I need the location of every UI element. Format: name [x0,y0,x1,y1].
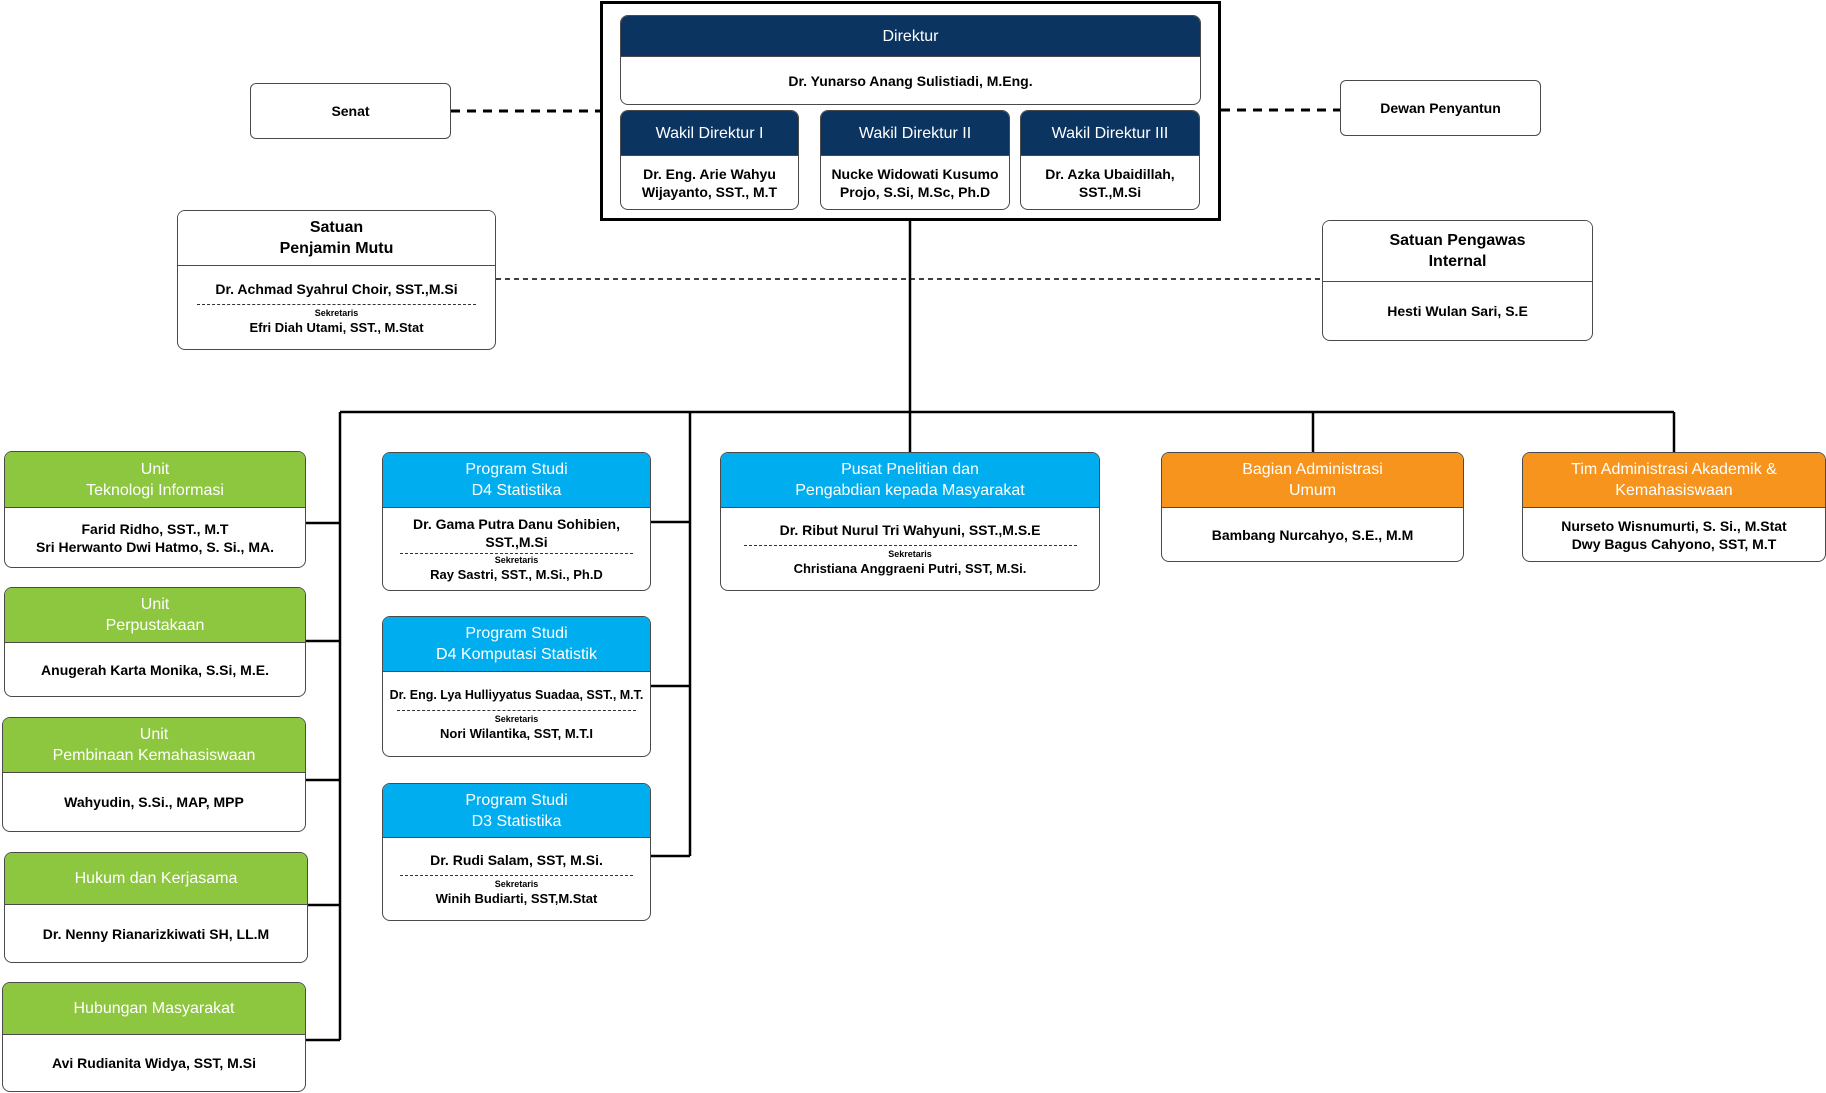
prodi-d3-statistika-title: Program Studi D3 Statistika [383,784,650,838]
wakil-direktur-2-title: Wakil Direktur II [821,111,1009,156]
wakil-direktur-1-box: Wakil Direktur I Dr. Eng. Arie Wahyu Wij… [620,110,799,210]
prodi-d4-komputasi-divider [397,710,636,711]
prodi-d4-komputasi-name: Dr. Eng. Lya Hulliyyatus Suadaa, SST., M… [389,688,644,702]
hukum-title: Hukum dan Kerjasama [5,853,307,905]
prodi-d4-statistika-title: Program Studi D4 Statistika [383,453,650,508]
hubungan-masyarakat-box: Hubungan Masyarakat Avi Rudianita Widya,… [2,982,306,1092]
unit-perpustakaan-name: Anugerah Karta Monika, S.Si, M.E. [41,661,269,678]
wakil-direktur-3-box: Wakil Direktur III Dr. Azka Ubaidillah, … [1020,110,1200,210]
prodi-d4-statistika-name: Dr. Gama Putra Danu Sohibien, SST.,M.Si [413,516,620,550]
direktur-name: Dr. Yunarso Anang Sulistiadi, M.Eng. [788,72,1033,89]
hukum-kerjasama-box: Hukum dan Kerjasama Dr. Nenny Rianarizki… [4,852,308,963]
wakil-direktur-2-box: Wakil Direktur II Nucke Widowati Kusumo … [820,110,1010,210]
prodi-d4-statistika-sek-name: Ray Sastri, SST., M.Si., Ph.D [430,567,603,582]
wakil-direktur-3-name: Dr. Azka Ubaidillah, SST.,M.Si [1045,165,1175,200]
unit-perpustakaan-box: Unit Perpustakaan Anugerah Karta Monika,… [4,587,306,697]
pusat-title: Pusat Pnelitian dan Pengabdian kepada Ma… [721,453,1099,508]
unit-ti-title: Unit Teknologi Informasi [5,452,305,508]
spm-divider [197,303,476,305]
spi-title: Satuan Pengawas Internal [1323,221,1592,282]
unit-perpustakaan-title: Unit Perpustakaan [5,588,305,643]
satuan-penjamin-mutu-box: Satuan Penjamin Mutu Dr. Achmad Syahrul … [177,210,496,350]
unit-pembinaan-kemahasiswaan-box: Unit Pembinaan Kemahasiswaan Wahyudin, S… [2,717,306,832]
prodi-d4-statistika-divider [399,553,634,554]
prodi-d4-komputasi-sek-name: Nori Wilantika, SST, M.T.I [439,726,594,741]
spm-name: Dr. Achmad Syahrul Choir, SST.,M.Si [215,280,458,297]
spm-title: Satuan Penjamin Mutu [178,211,495,266]
prodi-d3-statistika-sek-name: Winih Budiarti, SST,M.Stat [435,891,598,906]
prodi-d3-statistika-divider [399,875,634,876]
bagian-title: Bagian Administrasi Umum [1162,453,1463,508]
prodi-d3-statistika-box: Program Studi D3 Statistika Dr. Rudi Sal… [382,783,651,921]
direktur-box: Direktur Dr. Yunarso Anang Sulistiadi, M… [620,15,1201,105]
humas-name: Avi Rudianita Widya, SST, M.Si [52,1055,256,1071]
tim-name: Nurseto Wisnumurti, S. Si., M.Stat Dwy B… [1561,517,1787,552]
prodi-d4-komputasi-box: Program Studi D4 Komputasi Statistik Dr.… [382,616,651,757]
bagian-administrasi-umum-box: Bagian Administrasi Umum Bambang Nurcahy… [1161,452,1464,562]
spm-sek-name: Efri Diah Utami, SST., M.Stat [249,319,424,335]
wakil-direktur-1-name: Dr. Eng. Arie Wahyu Wijayanto, SST., M.T [641,165,778,200]
spm-sek-label: Sekretaris [314,307,359,318]
wakil-direktur-2-name: Nucke Widowati Kusumo Projo, S.Si, M.Sc,… [831,165,999,200]
unit-pk-name: Wahyudin, S.Si., MAP, MPP [64,794,244,810]
tim-title: Tim Administrasi Akademik & Kemahasiswaa… [1523,453,1825,508]
tim-administrasi-akademik-box: Tim Administrasi Akademik & Kemahasiswaa… [1522,452,1826,562]
prodi-d3-statistika-sek-label: Sekretaris [494,879,539,889]
unit-ti-name: Farid Ridho, SST., M.T Sri Herwanto Dwi … [35,520,275,555]
spi-name: Hesti Wulan Sari, S.E [1387,303,1528,319]
unit-teknologi-informasi-box: Unit Teknologi Informasi Farid Ridho, SS… [4,451,306,568]
pusat-divider [743,545,1077,546]
direktur-title: Direktur [621,16,1200,57]
prodi-d4-komputasi-sek-label: Sekretaris [494,714,539,724]
dewan-penyantun-box: Dewan Penyantun [1340,80,1541,136]
senat-box: Senat [250,83,451,139]
pusat-name: Dr. Ribut Nurul Tri Wahyuni, SST.,M.S.E [779,522,1041,538]
prodi-d3-statistika-name: Dr. Rudi Salam, SST, M.Si. [430,852,603,868]
pusat-sek-name: Christiana Anggraeni Putri, SST, M.Si. [793,561,1027,576]
satuan-pengawas-internal-box: Satuan Pengawas Internal Hesti Wulan Sar… [1322,220,1593,341]
bagian-name: Bambang Nurcahyo, S.E., M.M [1211,526,1414,543]
wakil-direktur-1-title: Wakil Direktur I [621,111,798,156]
prodi-d4-statistika-box: Program Studi D4 Statistika Dr. Gama Put… [382,452,651,591]
wakil-direktur-3-title: Wakil Direktur III [1021,111,1199,156]
prodi-d4-statistika-sek-label: Sekretaris [494,555,539,565]
prodi-d4-komputasi-title: Program Studi D4 Komputasi Statistik [383,617,650,672]
humas-title: Hubungan Masyarakat [3,983,305,1035]
pusat-penelitian-box: Pusat Pnelitian dan Pengabdian kepada Ma… [720,452,1100,591]
hukum-name: Dr. Nenny Rianarizkiwati SH, LL.M [42,925,270,942]
unit-pk-title: Unit Pembinaan Kemahasiswaan [3,718,305,773]
pusat-sek-label: Sekretaris [888,549,932,559]
